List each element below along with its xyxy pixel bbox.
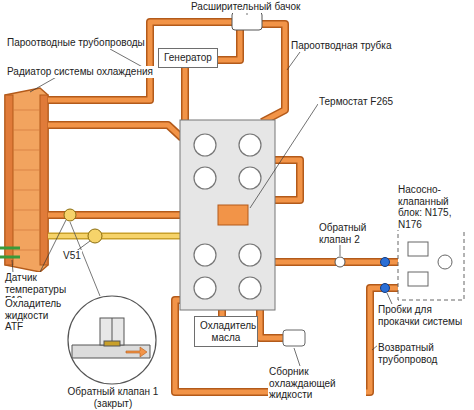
part-label: Пароотводные трубопроводы — [6, 37, 146, 49]
cylinders — [194, 134, 261, 299]
radiator-fins — [13, 110, 40, 250]
part-label: Обратный клапан 2 — [318, 222, 382, 245]
check-valve-1-inset — [68, 222, 156, 384]
pump-v51 — [88, 229, 102, 243]
flow-arrow — [126, 347, 147, 357]
part-label: Насосно-клапанный блок: N175, N176 — [397, 184, 471, 230]
thermostat — [218, 205, 248, 225]
valve-stem — [112, 318, 113, 341]
radiator — [5, 88, 48, 272]
inset-circle — [68, 296, 156, 384]
coolant-collector — [283, 330, 305, 346]
part-label: Радиатор системы охлаждения — [6, 66, 154, 78]
temperature-sensor — [64, 209, 76, 221]
expansion-tank — [232, 12, 262, 30]
part-label: Термостат F265 — [318, 96, 394, 108]
pipe-outline — [48, 22, 398, 392]
box-text: Охладитель масла — [200, 320, 252, 343]
part-label: Охладитель жидкости ATF — [4, 298, 66, 333]
bleed-plug — [381, 284, 390, 293]
pump-valve-block — [398, 228, 464, 300]
part-label: Расширительный бачок — [190, 1, 301, 13]
part-label: Пароотводная трубка — [290, 40, 392, 52]
engine-block — [180, 120, 275, 310]
radiator-tank — [5, 95, 13, 265]
valve-plate — [104, 341, 120, 346]
valve-body — [72, 345, 150, 358]
radiator-core — [5, 88, 48, 272]
part-label: Сборник охлаждающей жидкости — [268, 366, 366, 401]
generator-box: Генератор — [158, 48, 218, 68]
part-label: Возвратный трубопровод — [377, 342, 471, 365]
part-label: Обратный клапан 1 (закрыт) — [60, 386, 166, 409]
pipe-outline — [48, 233, 180, 240]
valve-n176 — [408, 272, 428, 286]
box-text: Генератор — [164, 52, 212, 64]
cold-pipe — [48, 234, 180, 238]
bleed-plug — [381, 258, 390, 267]
check-valve-2 — [335, 257, 345, 267]
radiator-tank — [40, 95, 48, 265]
atf-pipes — [0, 248, 20, 257]
valve-housing — [100, 318, 124, 345]
pump-symbol — [438, 255, 452, 269]
component-box: Охладитель масла — [194, 316, 258, 347]
part-label: Пробки для прокачки системы — [377, 304, 471, 327]
coolant-pipe — [48, 22, 398, 392]
valve-n175 — [408, 242, 428, 256]
part-label: V51 — [62, 250, 82, 262]
